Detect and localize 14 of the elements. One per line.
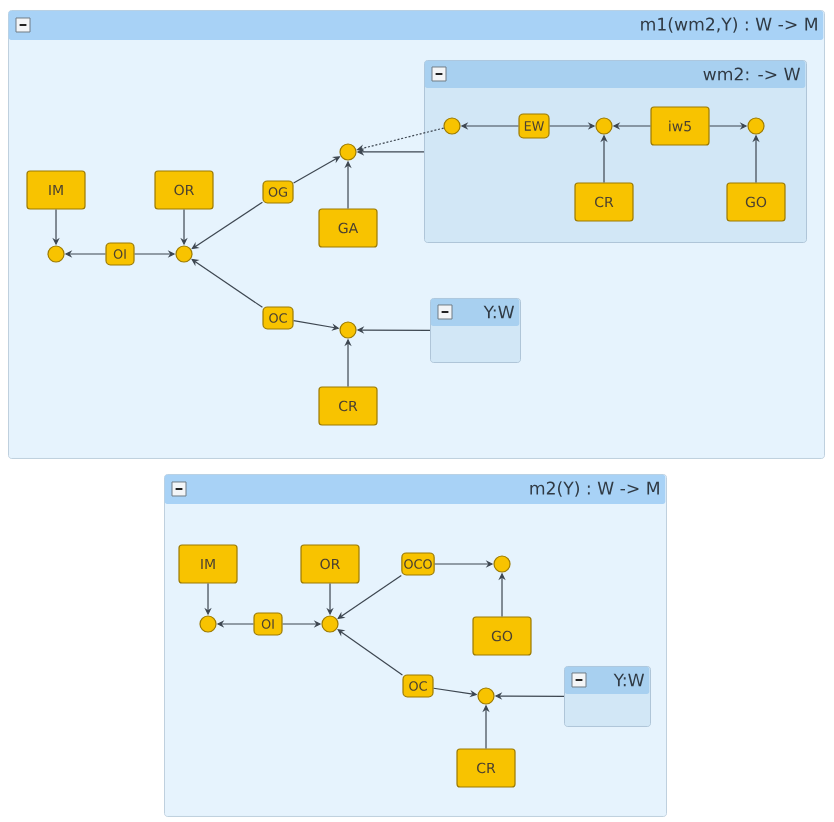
container-panel: Y:W [564, 666, 651, 727]
junction-dot [339, 321, 357, 339]
junction-dot [747, 117, 765, 135]
junction-dot [477, 687, 495, 705]
junction-dot [47, 245, 65, 263]
junction-dot [321, 615, 339, 633]
junction-dot [339, 143, 357, 161]
arrow [191, 201, 263, 250]
junction-dot [595, 117, 613, 135]
junction-dot [443, 117, 461, 135]
container-panel: Y:W [430, 298, 521, 363]
junction-dot [175, 245, 193, 263]
junction-dot [493, 555, 511, 573]
junction-dot [199, 615, 217, 633]
